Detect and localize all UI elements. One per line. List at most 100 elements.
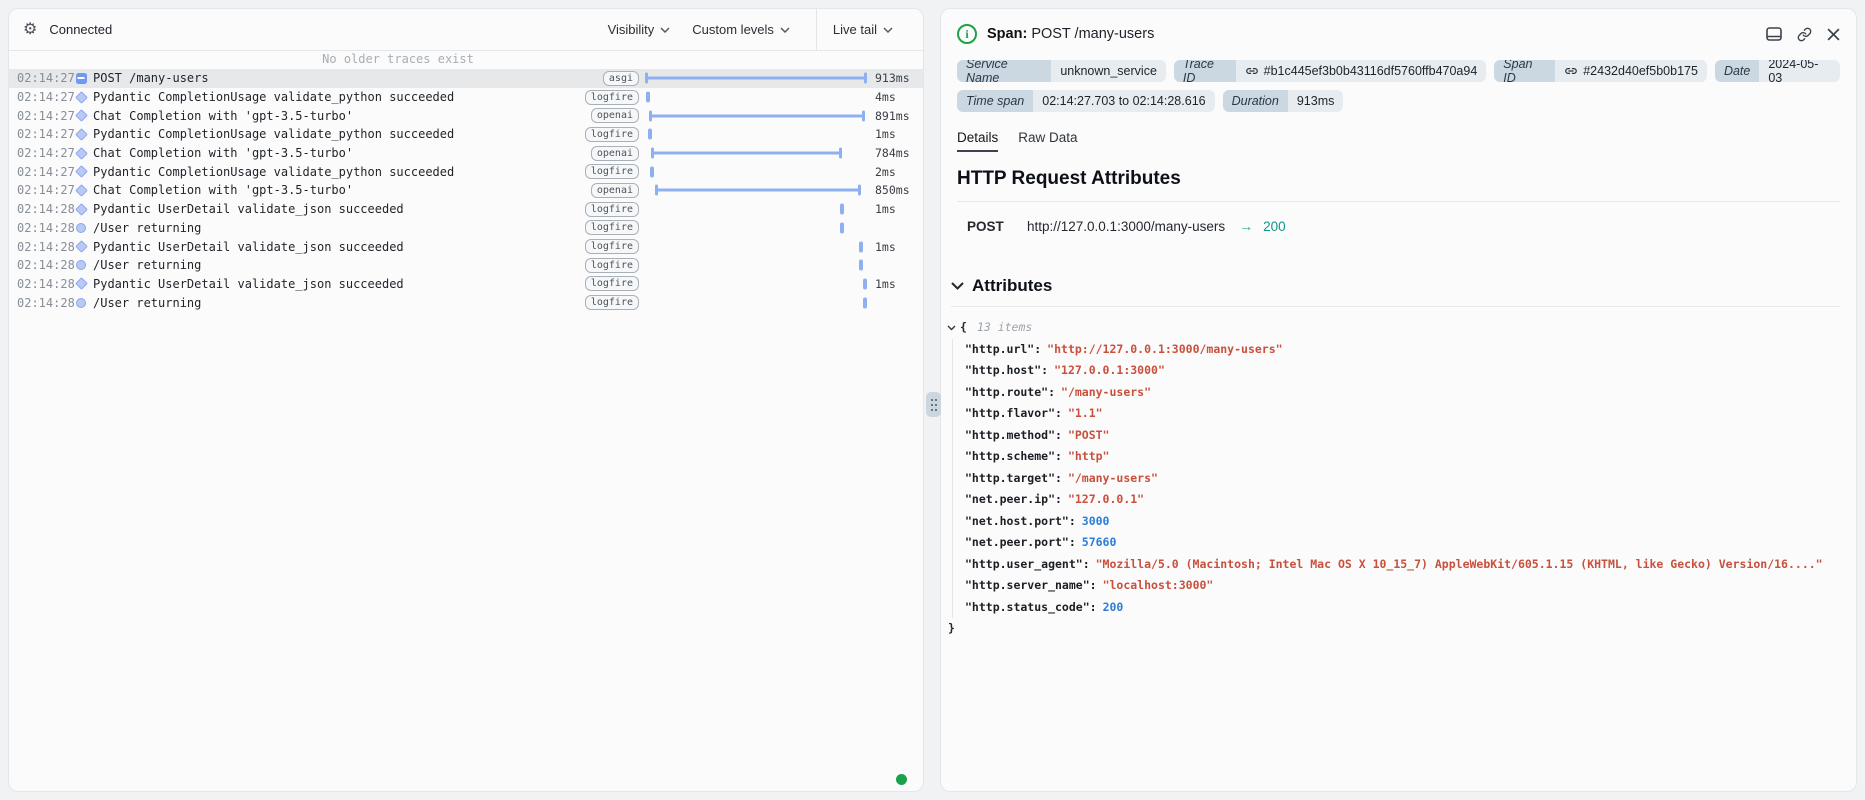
trace-timeline [645, 125, 867, 144]
trace-name: /User returning [93, 220, 202, 235]
trace-timestamp: 02:14:27 [17, 164, 75, 179]
badge-label: Span ID [1494, 60, 1556, 82]
trace-row[interactable]: 02:14:28 Pydantic UserDetail validate_js… [9, 275, 923, 294]
trace-row[interactable]: 02:14:27 Pydantic CompletionUsage valida… [9, 88, 923, 107]
json-value: 200 [1102, 599, 1124, 614]
trace-row[interactable]: 02:14:28 /User returning logfire [9, 256, 923, 275]
json-entries: "http.url":"http://127.0.0.1:3000/many-u… [952, 338, 1840, 619]
trace-row[interactable]: 02:14:28 /User returning logfire [9, 293, 923, 312]
trace-duration: 891ms [875, 108, 910, 123]
trace-scope-tag: openai [590, 145, 639, 161]
trace-kind-icon [69, 275, 93, 294]
trace-timestamp: 02:14:27 [17, 90, 75, 105]
connection-status: Connected [49, 22, 113, 37]
copy-link-icon[interactable] [1797, 27, 1812, 42]
trace-row[interactable]: 02:14:27 POST /many-users asgi 913ms [9, 69, 923, 88]
trace-scope-tag: asgi [602, 70, 639, 86]
http-request-summary: POST http://127.0.0.1:3000/many-users → … [967, 218, 1840, 234]
trace-row[interactable]: 02:14:28 Pydantic UserDetail validate_js… [9, 200, 923, 219]
trace-row[interactable]: 02:14:27 Pydantic CompletionUsage valida… [9, 125, 923, 144]
json-entry: "http.status_code":200 [965, 597, 1840, 619]
trace-scope-tag: openai [590, 182, 639, 198]
json-key: "net.peer.port": [965, 535, 1076, 549]
trace-timeline [645, 144, 867, 163]
live-tail-dropdown[interactable]: Live tail [833, 22, 893, 37]
trace-kind-icon [69, 293, 93, 312]
json-value: 57660 [1081, 535, 1117, 549]
json-value: "/many-users" [1067, 470, 1158, 485]
json-value: 3000 [1081, 513, 1110, 528]
settings-gear-icon[interactable]: ⚙ [23, 20, 38, 38]
arrow-right-icon: → [1239, 218, 1254, 234]
json-value: "/many-users" [1061, 384, 1152, 399]
chevron-down-icon [951, 282, 964, 290]
json-entry: "net.peer.port": 57660 [965, 532, 1840, 554]
json-entry: "net.host.port": 3000 [965, 511, 1840, 533]
trace-kind-icon [69, 106, 93, 125]
trace-scope-tag: logfire [584, 164, 639, 180]
badge-value: 2024-05-03 [1759, 60, 1840, 82]
link-icon[interactable] [1245, 64, 1259, 78]
badge-value: #b1c445ef3b0b43116df5760ffb470a94 [1235, 60, 1487, 82]
trace-name: POST /many-users [93, 71, 209, 86]
trace-duration: 1ms [875, 239, 896, 254]
json-entry: "http.flavor":"1.1" [965, 403, 1840, 425]
close-brace: } [948, 621, 955, 635]
trace-row[interactable]: 02:14:27 Chat Completion with 'gpt-3.5-t… [9, 181, 923, 200]
trace-scope-tag: logfire [584, 239, 639, 255]
trace-kind-icon [69, 237, 93, 256]
items-count: 13 items [976, 320, 1033, 334]
trace-row[interactable]: 02:14:27 Chat Completion with 'gpt-3.5-t… [9, 144, 923, 163]
tab[interactable]: Details [957, 130, 999, 152]
trace-duration: 1ms [875, 276, 896, 291]
trace-scope-tag: logfire [584, 89, 639, 105]
trace-name: /User returning [93, 295, 202, 310]
trace-timeline [645, 69, 867, 88]
json-entry: "http.url":"http://127.0.0.1:3000/many-u… [965, 339, 1840, 361]
panel-resize-handle[interactable] [926, 392, 941, 417]
custom-levels-dropdown[interactable]: Custom levels [692, 22, 790, 37]
trace-scope-tag: logfire [584, 201, 639, 217]
json-collapse-toggle[interactable] [947, 325, 956, 331]
link-icon[interactable] [1564, 64, 1578, 78]
metadata-badges-row-2: Time span 02:14:27.703 to 02:14:28.616 D… [941, 90, 1856, 112]
close-icon[interactable] [1827, 27, 1840, 41]
trace-row[interactable]: 02:14:27 Pydantic CompletionUsage valida… [9, 162, 923, 181]
visibility-dropdown[interactable]: Visibility [608, 22, 671, 37]
json-key: "http.scheme": [965, 449, 1062, 463]
tab[interactable]: Raw Data [1018, 130, 1078, 145]
attributes-section-header[interactable]: Attributes [951, 276, 1840, 307]
json-entry: "http.route":"/many-users" [965, 382, 1840, 404]
trace-timeline [645, 162, 867, 181]
trace-timestamp: 02:14:28 [17, 276, 75, 291]
json-entry: "http.scheme":"http" [965, 446, 1840, 468]
trace-kind-icon [69, 69, 93, 88]
json-key: "net.peer.ip": [965, 492, 1062, 506]
trace-name: /User returning [93, 258, 202, 273]
dock-panel-icon[interactable] [1766, 27, 1782, 41]
trace-duration: 1ms [875, 127, 896, 142]
trace-row[interactable]: 02:14:28 Pydantic UserDetail validate_js… [9, 237, 923, 256]
json-key: "http.host": [965, 363, 1049, 377]
status-code: 200 [1263, 218, 1286, 234]
trace-row[interactable]: 02:14:27 Chat Completion with 'gpt-3.5-t… [9, 106, 923, 125]
metadata-badge: Duration 913ms [1222, 90, 1344, 112]
json-key: "net.host.port": [965, 513, 1076, 528]
trace-timestamp: 02:14:27 [17, 108, 75, 123]
trace-timeline [645, 293, 867, 312]
trace-duration: 4ms [875, 90, 896, 105]
trace-name: Pydantic UserDetail validate_json succee… [93, 202, 404, 217]
trace-name: Pydantic CompletionUsage validate_python… [93, 127, 455, 142]
live-indicator-dot [896, 774, 907, 785]
json-entry: "http.server_name":"localhost:3000" [965, 575, 1840, 597]
open-brace: { [960, 320, 967, 334]
trace-kind-icon [69, 219, 93, 238]
span-name: POST /many-users [1031, 26, 1155, 42]
badge-value: unknown_service [1051, 60, 1166, 82]
trace-kind-icon [69, 181, 93, 200]
json-value: "Mozilla/5.0 (Macintosh; Intel Mac OS X … [1095, 556, 1823, 571]
trace-row[interactable]: 02:14:28 /User returning logfire [9, 219, 923, 238]
request-url: http://127.0.0.1:3000/many-users [1027, 218, 1226, 234]
trace-scope-tag: logfire [584, 220, 639, 236]
badge-label: Service Name [957, 60, 1052, 82]
